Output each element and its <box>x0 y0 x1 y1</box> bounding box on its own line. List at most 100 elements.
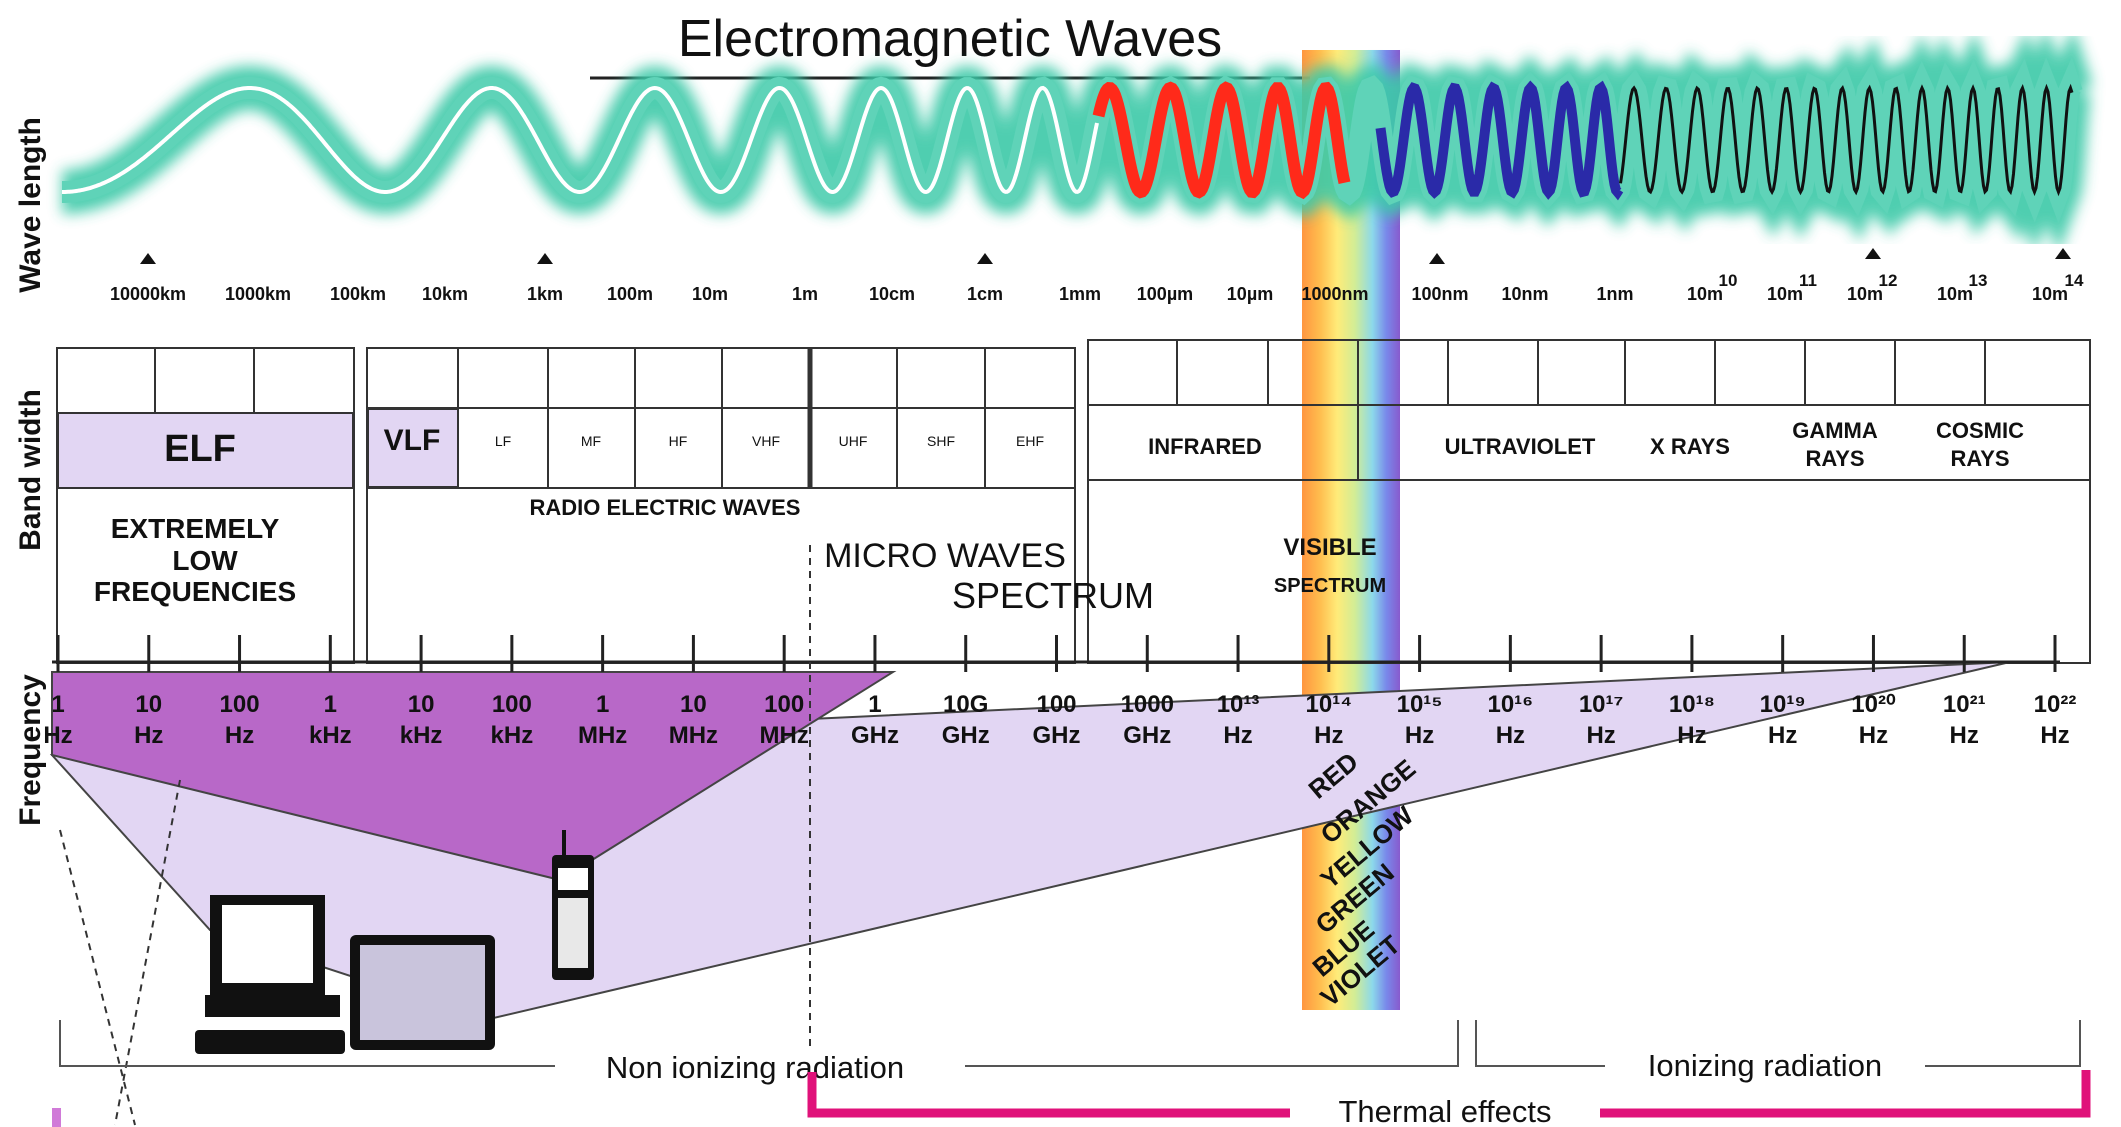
elf-box <box>56 347 355 664</box>
frequency-tick-value: 10²⁰ <box>1851 691 1896 718</box>
frequency-tick-unit: Hz <box>1586 722 1615 749</box>
cosmic-label: COSMIC <box>1936 418 2024 443</box>
frequency-tick-unit: GHz <box>1033 722 1081 749</box>
frequency-tick-value: 10G <box>943 691 988 718</box>
frequency-tick-value: 10²² <box>2034 691 2077 718</box>
wavelength-tick-label: 10m <box>1687 284 1723 304</box>
vlf-highlight <box>367 408 459 488</box>
elf-highlight <box>57 412 354 489</box>
wave-black-line <box>1619 83 2074 197</box>
frequency-tick-value: 10¹⁷ <box>1579 691 1624 718</box>
frequency-tick-value: 100 <box>1036 691 1076 718</box>
frequency-tick-value: 10 <box>408 691 435 718</box>
ionizing-label: Ionizing radiation <box>1648 1048 1882 1083</box>
wavelength-tick-label: 1km <box>527 284 563 304</box>
frequency-tick-unit: Hz <box>225 722 254 749</box>
wavelength-tick-label: 1m <box>792 284 818 304</box>
frequency-tick-unit: Hz <box>1677 722 1706 749</box>
frequency-tick-value: 10¹⁸ <box>1669 691 1715 718</box>
wavelength-tick-label: 100m <box>607 284 653 304</box>
gamma-label: GAMMA <box>1792 418 1878 443</box>
ultraviolet-label: ULTRAVIOLET <box>1445 434 1596 459</box>
wavelength-marker <box>1429 253 1445 264</box>
frequency-tick-unit: MHz <box>760 722 809 749</box>
elf-dash-line <box>59 829 136 1126</box>
radio-subband-label: HF <box>669 433 688 449</box>
wavelength-tick-label: 10m <box>692 284 728 304</box>
band-width-table <box>56 339 2091 664</box>
elf-desc-line: EXTREMELY <box>111 513 280 544</box>
wavelength-tick-label: 100µm <box>1137 284 1193 304</box>
frequency-tick-unit: Hz <box>1496 722 1525 749</box>
wave-group <box>62 25 2093 255</box>
non-ionizing-label-bg <box>555 1048 965 1086</box>
radio-electric-waves-label: RADIO ELECTRIC WAVES <box>530 495 801 520</box>
wavelength-tick-label: 10m <box>2032 284 2068 304</box>
wavelength-side-label: Wave length <box>14 117 47 293</box>
frequency-tick-value: 10²¹ <box>1943 691 1986 718</box>
elf-desc-line: LOW <box>172 545 238 576</box>
frequency-tick-unit: MHz <box>578 722 627 749</box>
wavelength-tick-label: 1000km <box>225 284 291 304</box>
wavelength-marker <box>140 253 156 264</box>
frequency-tick-value: 10 <box>680 691 707 718</box>
page-title: Electromagnetic Waves <box>678 10 1222 68</box>
wavelength-tick-label: 1cm <box>967 284 1003 304</box>
frequency-tick-unit: Hz <box>1314 722 1343 749</box>
wavelength-exponent: 10 <box>1719 271 1738 290</box>
frequency-tick-unit: Hz <box>134 722 163 749</box>
wavelength-tick-label: 10000km <box>110 284 186 304</box>
wave-blue-segment <box>1375 80 1624 201</box>
frequency-tick-unit: kHz <box>309 722 352 749</box>
frequency-tick-value: 100 <box>764 691 804 718</box>
frequency-axis: 1Hz10Hz100Hz1kHz10kHz100kHz1MHz10MHz100M… <box>43 635 2076 749</box>
ionizing-label-bg <box>1605 1048 1925 1086</box>
microwaves-label: MICRO WAVES <box>824 537 1066 575</box>
frequency-tick-value: 1 <box>51 691 64 718</box>
wavelength-tick-label: 100km <box>330 284 386 304</box>
frequency-tick-value: 100 <box>220 691 260 718</box>
frequency-tick-unit: Hz <box>1950 722 1979 749</box>
frequency-tick-unit: Hz <box>1768 722 1797 749</box>
wavelength-exponent: 12 <box>1879 271 1898 290</box>
wave-white-line <box>62 85 1099 195</box>
frequency-tick-unit: kHz <box>491 722 534 749</box>
frequency-tick-unit: kHz <box>400 722 443 749</box>
frequency-tick-value: 1000 <box>1121 691 1174 718</box>
wavelength-tick-label: 10km <box>422 284 468 304</box>
frequency-tick-value: 10¹⁹ <box>1760 691 1806 718</box>
wavelength-tick-label: 1nm <box>1596 284 1633 304</box>
frequency-tick-unit: Hz <box>43 722 72 749</box>
pink-corner-mark <box>52 1108 61 1127</box>
frequency-tick-unit: Hz <box>1405 722 1434 749</box>
wavelength-marker <box>977 253 993 264</box>
wavelength-exponent: 13 <box>1969 271 1988 290</box>
frequency-tick-value: 10¹³ <box>1217 691 1260 718</box>
radio-subband-label: LF <box>495 433 511 449</box>
frequency-tick-value: 10 <box>135 691 162 718</box>
cosmic-label: RAYS <box>1950 446 2009 471</box>
elf-label: ELF <box>164 428 236 470</box>
wavelength-tick-label: 10m <box>1767 284 1803 304</box>
wavelength-tick-label: 1000nm <box>1301 284 1368 304</box>
elf-desc-line: FREQUENCIES <box>94 576 296 607</box>
wavelength-tick-label: 10µm <box>1227 284 1273 304</box>
frequency-tick-value: 10¹⁴ <box>1306 691 1353 718</box>
optical-box <box>1087 339 2091 664</box>
bandwidth-side-label: Band width <box>14 389 47 551</box>
radio-subband-label: EHF <box>1016 433 1044 449</box>
elf-dash-line <box>114 779 181 1126</box>
vlf-label: VLF <box>384 424 441 457</box>
frequency-tick-unit: MHz <box>669 722 718 749</box>
wavelength-tick-label: 100nm <box>1411 284 1468 304</box>
frequency-tick-unit: Hz <box>1223 722 1252 749</box>
frequency-tick-value: 1 <box>868 691 881 718</box>
wavelength-marker <box>537 253 553 264</box>
frequency-tick-unit: GHz <box>851 722 899 749</box>
wavelength-tick-label: 10m <box>1937 284 1973 304</box>
wavelength-marker <box>1865 248 1881 259</box>
radio-subband-label: SHF <box>927 433 955 449</box>
